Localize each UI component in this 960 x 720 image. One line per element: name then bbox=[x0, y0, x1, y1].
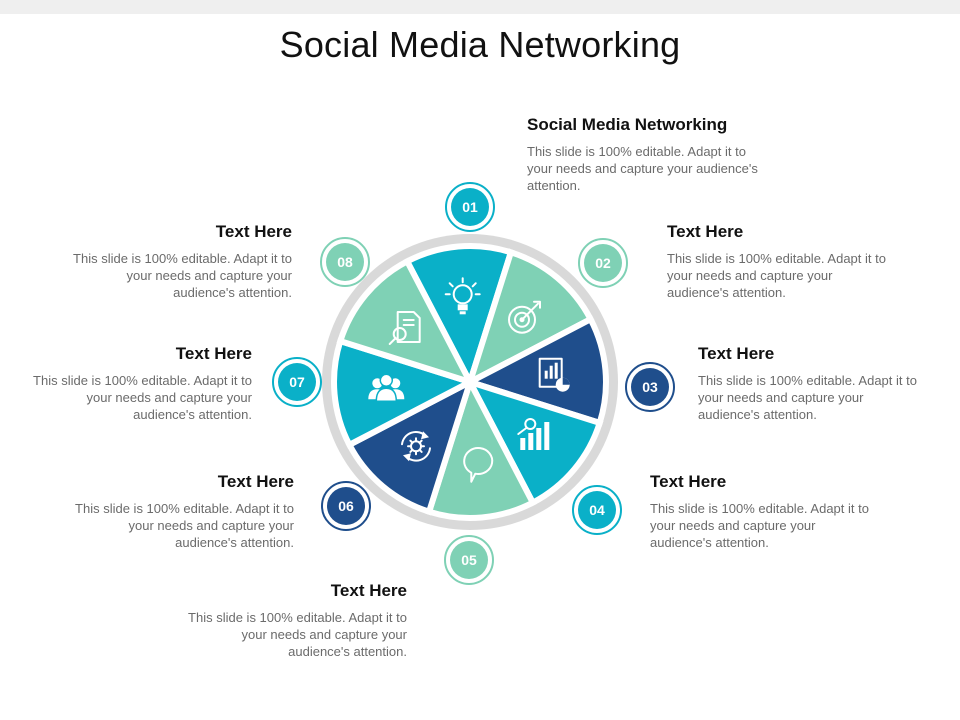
text-block-title: Social Media Networking bbox=[527, 115, 728, 134]
text-block-title: Text Here bbox=[330, 581, 407, 600]
step-badge-02: 02 bbox=[578, 238, 628, 288]
top-strip bbox=[0, 0, 960, 14]
wedge-05 bbox=[425, 374, 537, 521]
step-number: 04 bbox=[589, 502, 605, 518]
lightbulb-icon bbox=[444, 277, 481, 315]
page-title: Social Media Networking bbox=[279, 24, 681, 65]
step-number: 01 bbox=[462, 199, 478, 215]
step-number: 08 bbox=[337, 254, 353, 270]
step-badge-07: 07 bbox=[272, 357, 322, 407]
step-number: 02 bbox=[595, 255, 611, 271]
text-block-05: Text Here This slide is 100% editable. A… bbox=[177, 581, 407, 660]
text-block-title: Text Here bbox=[215, 222, 292, 241]
text-block-03: Text Here This slide is 100% editable. A… bbox=[698, 344, 928, 423]
report-chart-icon bbox=[538, 357, 570, 392]
growth-chart-icon bbox=[517, 418, 550, 450]
text-block-body: This slide is 100% editable. Adapt it to… bbox=[73, 251, 292, 300]
text-block-body: This slide is 100% editable. Adapt it to… bbox=[698, 373, 917, 422]
text-block-body: This slide is 100% editable. Adapt it to… bbox=[667, 251, 886, 300]
wedge-03 bbox=[462, 315, 609, 427]
text-block-07: Text Here This slide is 100% editable. A… bbox=[22, 344, 252, 423]
gear-refresh-icon bbox=[401, 430, 431, 462]
step-number: 06 bbox=[338, 498, 354, 514]
text-block-title: Text Here bbox=[175, 344, 252, 363]
text-block-body: This slide is 100% editable. Adapt it to… bbox=[650, 501, 869, 550]
wedge-08 bbox=[336, 257, 477, 388]
document-search-icon bbox=[388, 311, 421, 345]
wedge-04 bbox=[463, 376, 604, 507]
chat-bubble-icon bbox=[463, 447, 494, 483]
wedge-01 bbox=[403, 243, 515, 390]
target-icon bbox=[508, 300, 541, 334]
text-block-title: Text Here bbox=[698, 344, 775, 363]
people-group-icon bbox=[368, 373, 405, 403]
text-block-body: This slide is 100% editable. Adapt it to… bbox=[188, 610, 407, 659]
step-badge-05: 05 bbox=[444, 535, 494, 585]
text-block-title: Text Here bbox=[217, 472, 294, 491]
text-block-body: This slide is 100% editable. Adapt it to… bbox=[33, 373, 252, 422]
step-badge-08: 08 bbox=[320, 237, 370, 287]
text-block-04: Text Here This slide is 100% editable. A… bbox=[650, 472, 880, 551]
step-badge-03: 03 bbox=[625, 362, 675, 412]
text-block-02: Text Here This slide is 100% editable. A… bbox=[667, 222, 897, 301]
text-block-title: Text Here bbox=[667, 222, 744, 241]
step-badge-01: 01 bbox=[445, 182, 495, 232]
text-block-title: Text Here bbox=[650, 472, 727, 491]
text-block-08: Text Here This slide is 100% editable. A… bbox=[62, 222, 292, 301]
text-block-body: This slide is 100% editable. Adapt it to… bbox=[527, 144, 758, 193]
step-badge-06: 06 bbox=[321, 481, 371, 531]
text-block-body: This slide is 100% editable. Adapt it to… bbox=[75, 501, 294, 550]
text-block-01: Social Media Networking This slide is 10… bbox=[527, 115, 759, 194]
step-badge-04: 04 bbox=[572, 485, 622, 535]
text-block-06: Text Here This slide is 100% editable. A… bbox=[64, 472, 294, 551]
step-number: 07 bbox=[289, 374, 305, 390]
wedge-02 bbox=[464, 248, 595, 389]
step-number: 05 bbox=[461, 552, 477, 568]
step-number: 03 bbox=[642, 379, 658, 395]
